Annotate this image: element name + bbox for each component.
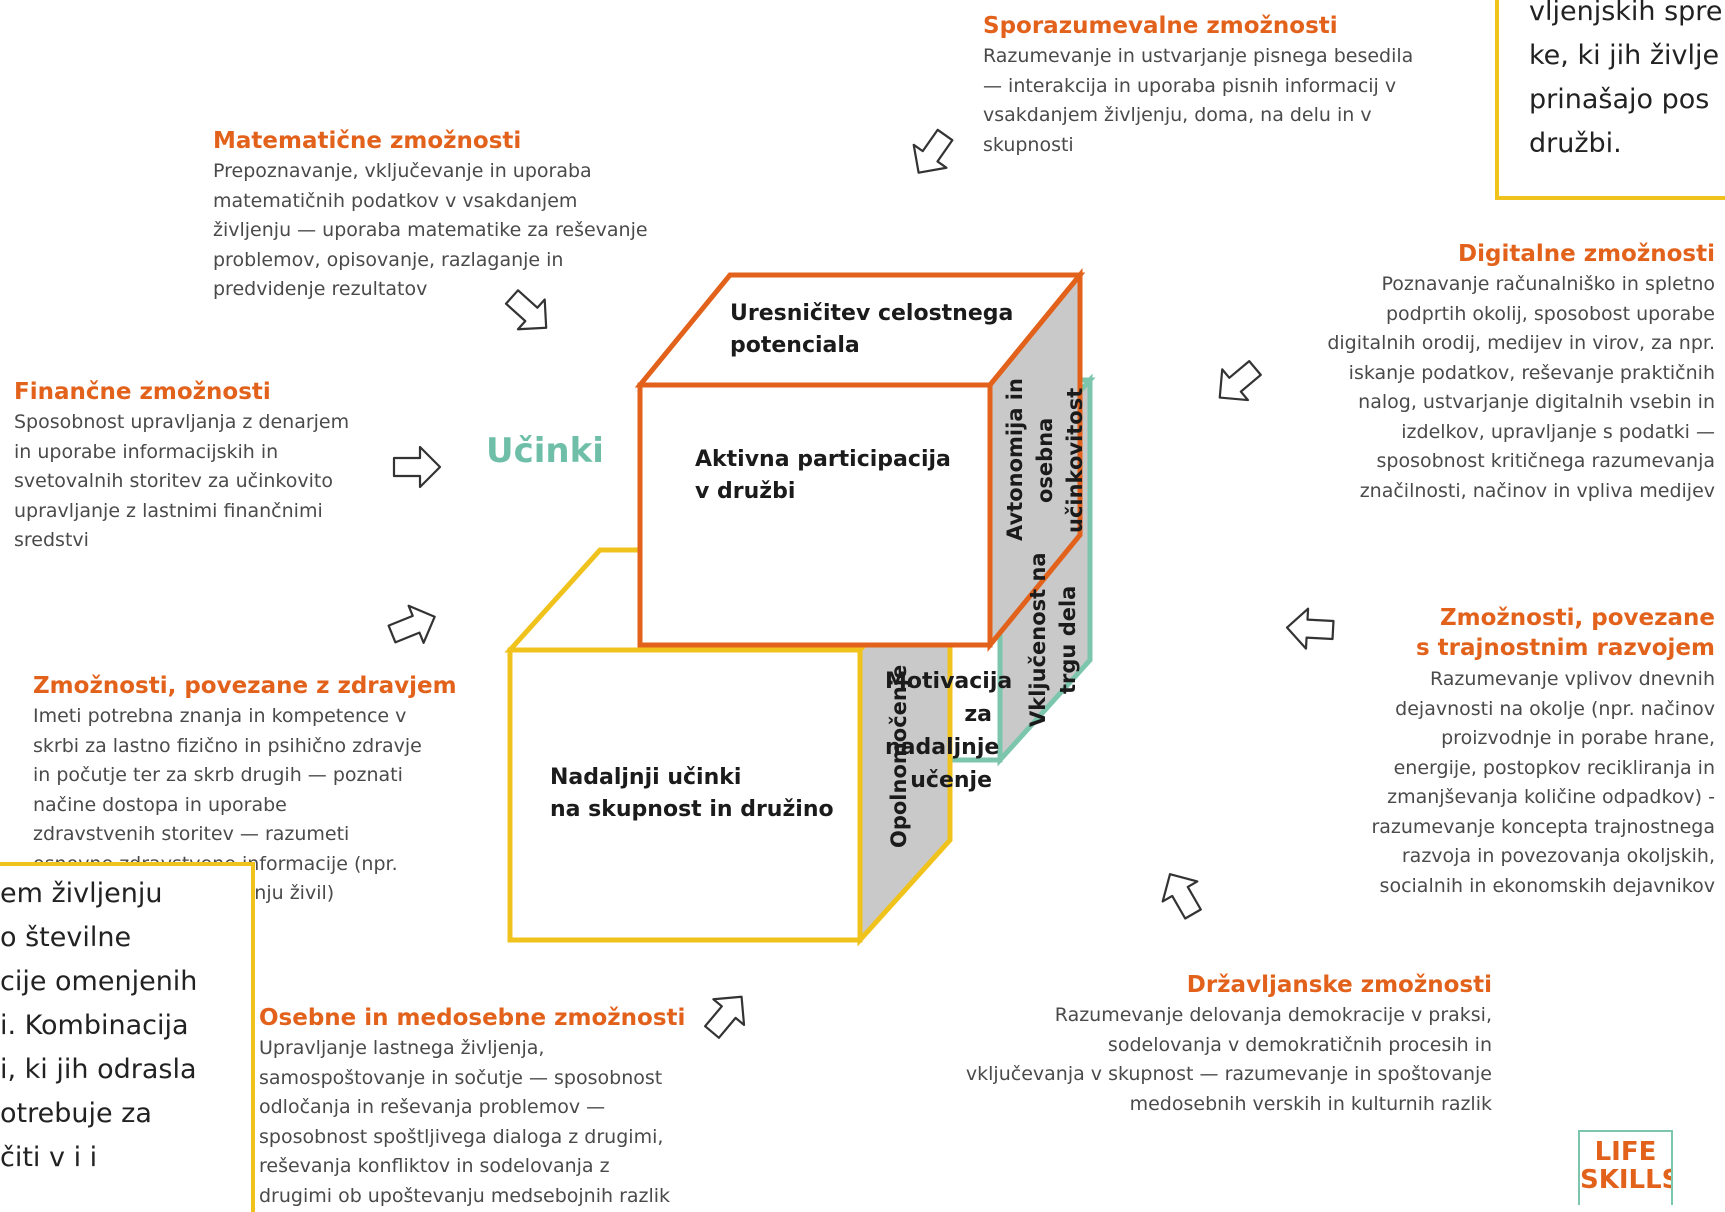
arrow-icon-finance bbox=[392, 445, 442, 489]
orange-cube-front-face bbox=[637, 382, 993, 648]
title-drzavljanske: Državljanske zmožnosti bbox=[1186, 972, 1492, 998]
title-sporazumevalne: Sporazumevalne zmožnosti bbox=[983, 13, 1338, 39]
title-matematicne: Matematične zmožnosti bbox=[213, 128, 522, 154]
block-trajnostni: Zmožnosti, povezane s trajnostnim razvoj… bbox=[1285, 603, 1715, 901]
block-sporazumevalne: Sporazumevalne zmožnosti Razumevanje in … bbox=[983, 12, 1463, 160]
text-matematicne: Prepoznavanje, vključevanje in uporaba m… bbox=[213, 160, 648, 300]
title-trajnostni: Zmožnosti, povezane s trajnostnim razvoj… bbox=[1415, 605, 1715, 661]
arrow-icon-personal bbox=[704, 995, 746, 1039]
title-zdravje: Zmožnosti, povezane z zdravjem bbox=[33, 673, 457, 699]
life-skills-logo: LIFE SKILLS bbox=[1578, 1130, 1673, 1205]
arrow-icon-top bbox=[912, 128, 954, 174]
block-zdravje: Zmožnosti, povezane z zdravjem Imeti pot… bbox=[33, 672, 473, 909]
cube-top-label: Uresničitev celostnega potenciala bbox=[730, 301, 1014, 358]
block-financne: Finančne zmožnosti Sposobnost upravljanj… bbox=[14, 378, 394, 556]
text-sporazumevalne: Razumevanje in ustvarjanje pisnega besed… bbox=[983, 45, 1414, 156]
text-digitalne: Poznavanje računalniško in spletno podpr… bbox=[1327, 273, 1715, 502]
lower-front-label: Nadaljnji učinki na skupnost in družino bbox=[550, 765, 834, 822]
text-drzavljanske: Razumevanje delovanja demokracije v prak… bbox=[965, 1004, 1492, 1115]
right-front-label: Motivacija za nadaljnje učenje bbox=[885, 669, 1013, 793]
logo-line-2: SKILLS bbox=[1580, 1165, 1673, 1195]
yellow-cube-front-face bbox=[507, 647, 863, 943]
title-osebne: Osebne in medosebne zmožnosti bbox=[259, 1005, 686, 1031]
cube-side-label: Avtonomija in osebna učinkovitost bbox=[1003, 378, 1087, 542]
arrow-icon-health bbox=[387, 604, 436, 644]
overlay-box-top-right: vljenjskih spre ke, ki jih življe prinaš… bbox=[1495, 0, 1725, 200]
block-drzavljanske: Državljanske zmožnosti Razumevanje delov… bbox=[900, 971, 1492, 1119]
text-financne: Sposobnost upravljanja z denarjem in upo… bbox=[14, 411, 350, 551]
overlay-box-bottom-left: em življenju o številne cije omenjenih i… bbox=[0, 862, 255, 1212]
right-side-label: Vključenost na trgu dela bbox=[1026, 552, 1080, 728]
block-osebne: Osebne in medosebne zmožnosti Upravljanj… bbox=[259, 1004, 709, 1211]
text-trajnostni: Razumevanje vplivov dnevnih dejavnosti n… bbox=[1371, 668, 1715, 897]
title-financne: Finančne zmožnosti bbox=[14, 379, 271, 405]
center-label-ucinki: Učinki bbox=[486, 431, 604, 471]
logo-line-1: LIFE bbox=[1594, 1137, 1657, 1167]
title-digitalne: Digitalne zmožnosti bbox=[1458, 241, 1715, 267]
cube-front-label: Aktivna participacija v družbi bbox=[695, 447, 951, 504]
arrow-icon-math bbox=[504, 289, 548, 331]
orange-cube bbox=[634, 267, 1086, 653]
block-matematicne: Matematične zmožnosti Prepoznavanje, vkl… bbox=[213, 127, 713, 305]
arrow-icon-civic bbox=[1161, 873, 1202, 920]
arrow-icon-digital bbox=[1218, 360, 1262, 402]
yellow-cube bbox=[504, 543, 956, 947]
arrow-icon-sustain bbox=[1285, 607, 1335, 650]
text-osebne: Upravljanje lastnega življenja, samospoš… bbox=[259, 1037, 671, 1207]
block-digitalne: Digitalne zmožnosti Poznavanje računalni… bbox=[1235, 240, 1715, 506]
